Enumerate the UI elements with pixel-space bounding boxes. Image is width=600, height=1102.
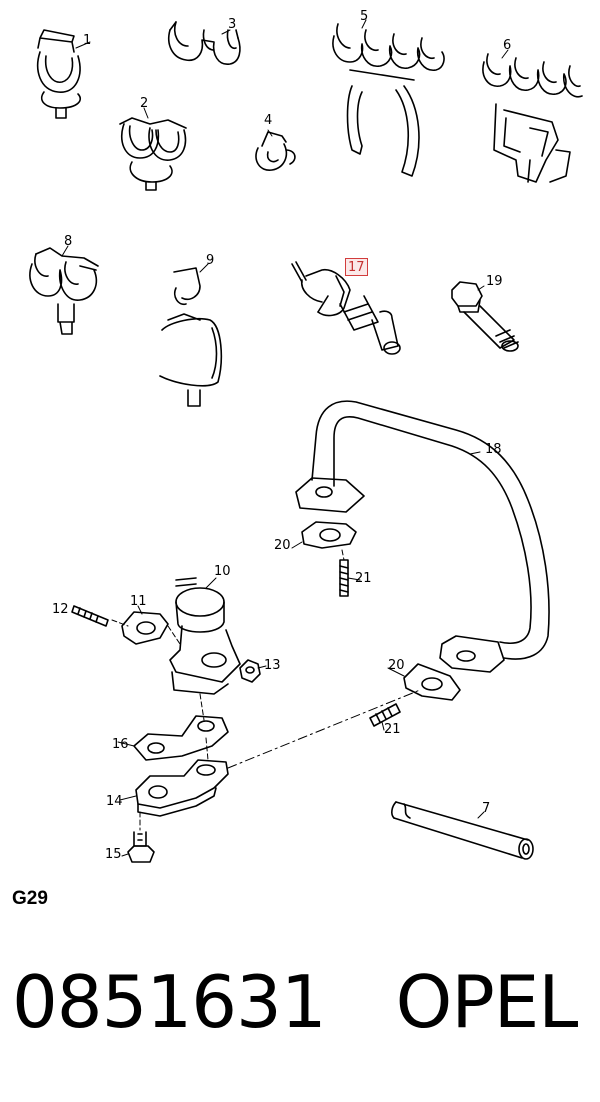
part-15-bolt xyxy=(127,831,155,863)
part-20-gasket-upper xyxy=(301,521,357,549)
callout-10: 10 xyxy=(214,564,231,579)
callout-16: 16 xyxy=(112,737,129,752)
callout-3: 3 xyxy=(228,17,237,32)
part-8-double-clip xyxy=(29,247,99,335)
callout-1: 1 xyxy=(83,33,92,48)
callout-5: 5 xyxy=(360,9,369,24)
part-16-gasket xyxy=(133,715,229,761)
callout-7: 7 xyxy=(482,801,491,816)
part-1-clip xyxy=(36,29,82,119)
callout-17: 17 xyxy=(345,258,368,276)
leader-lines xyxy=(61,19,509,857)
part-7-hose xyxy=(391,801,534,860)
callout-11: 11 xyxy=(130,594,147,609)
part-21-stud-lower xyxy=(369,703,401,727)
callout-9: 9 xyxy=(206,253,215,268)
callout-21-upper: 21 xyxy=(355,571,372,586)
callout-12: 12 xyxy=(52,602,69,617)
callout-15: 15 xyxy=(105,847,122,862)
callout-19: 19 xyxy=(486,274,503,289)
callout-20-upper: 20 xyxy=(274,538,291,553)
part-12-stud xyxy=(71,605,109,627)
part-5-pipe-holder xyxy=(332,23,445,177)
part-14-flange xyxy=(135,759,229,817)
part-21-stud-upper xyxy=(339,559,349,597)
part-18-pipe xyxy=(295,400,550,673)
part-9-hook-clip xyxy=(159,267,223,407)
part-20-gasket-lower xyxy=(403,663,461,701)
part-19-bolt xyxy=(451,281,519,352)
callout-21-lower: 21 xyxy=(384,722,401,737)
part-3-pipe-clip xyxy=(168,21,241,65)
callout-14: 14 xyxy=(106,794,123,809)
brand-name: OPEL xyxy=(395,960,579,1044)
part-6-pipe-bracket xyxy=(482,53,583,183)
callout-20-lower: 20 xyxy=(388,658,405,673)
part-10-valve xyxy=(169,577,241,695)
part-4-small-clip xyxy=(255,131,296,171)
group-code: G29 xyxy=(12,888,48,909)
parts-exploded-diagram xyxy=(29,19,583,863)
callout-2: 2 xyxy=(140,96,149,111)
part-11-gasket xyxy=(121,611,169,645)
callout-18: 18 xyxy=(485,442,502,457)
callout-6: 6 xyxy=(503,38,512,53)
part-number: 0851631 xyxy=(12,960,327,1044)
callout-4: 4 xyxy=(264,113,273,128)
part-13-nut xyxy=(239,659,261,683)
part-footer: 0851631 OPEL xyxy=(12,960,592,1044)
callout-13: 13 xyxy=(264,658,281,673)
part-2-double-clip xyxy=(119,117,187,191)
part-17-sensor xyxy=(291,261,401,355)
callout-8: 8 xyxy=(64,234,73,249)
